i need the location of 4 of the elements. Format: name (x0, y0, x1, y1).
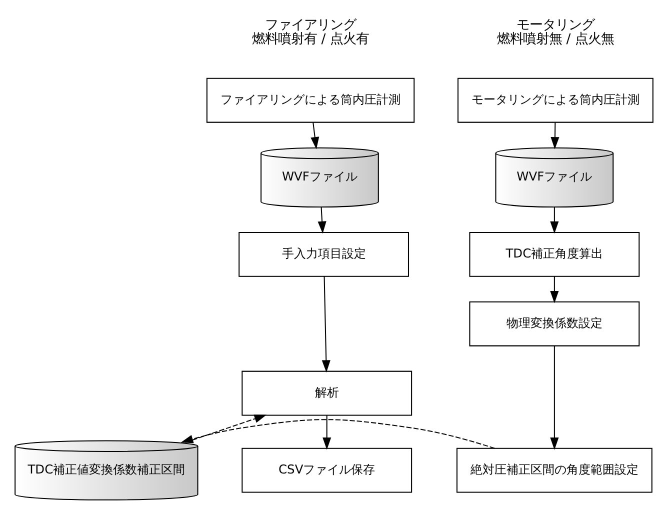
label: 燃料噴射有 / 点火有 (252, 32, 369, 48)
label: 燃料噴射無 / 点火無 (497, 32, 614, 48)
label: モータリング (516, 18, 594, 33)
label: ファイアリング (265, 18, 356, 33)
